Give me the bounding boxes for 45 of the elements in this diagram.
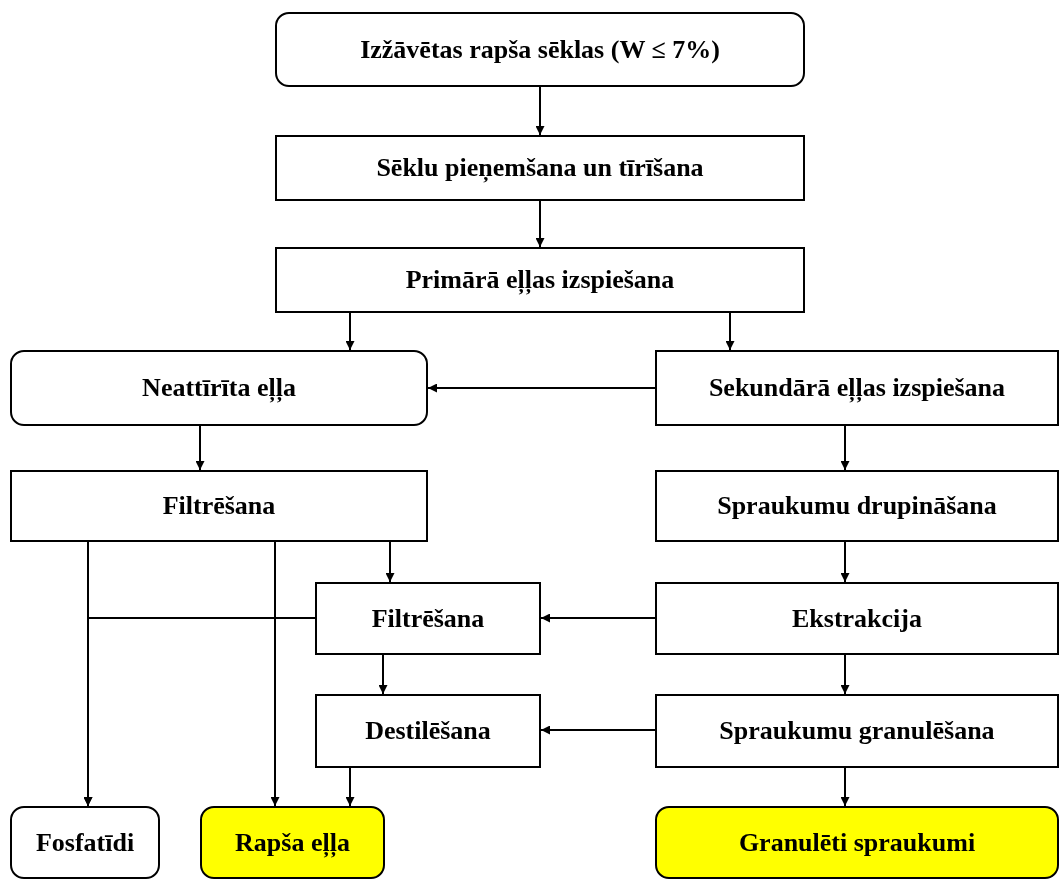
step-label: Izžāvētas rapša sēklas (W ≤ 7%) <box>360 34 720 65</box>
arrow <box>345 767 355 807</box>
process-box <box>315 582 541 655</box>
step-label: Sēklu pieņemšana un tīrīšana <box>376 153 704 183</box>
arrow <box>535 200 545 248</box>
step-label: Ekstrakcija <box>792 603 922 634</box>
process-box <box>655 470 1059 542</box>
start-box <box>275 12 805 87</box>
process-box <box>10 470 428 542</box>
product-box <box>655 806 1059 879</box>
arrow <box>345 312 355 351</box>
step-label: Fosfatīdi <box>35 827 135 858</box>
product-box <box>10 806 160 879</box>
step-label: Filtrēšana <box>371 603 485 634</box>
product-box <box>200 806 385 879</box>
process-box <box>655 694 1059 768</box>
step-label: Neattīrīta eļļa <box>142 373 296 403</box>
step-label: Filtrēšana <box>162 491 276 521</box>
step-label: Spraukumu drupināšana <box>717 491 997 521</box>
process-box <box>655 350 1059 426</box>
arrow <box>195 425 205 471</box>
arrow <box>427 383 656 393</box>
arrow <box>83 617 316 807</box>
step-label: Granulēti spraukumi <box>738 827 976 858</box>
arrow <box>725 312 735 351</box>
arrow <box>385 541 395 583</box>
arrow <box>840 425 850 471</box>
arrow <box>840 541 850 583</box>
arrow <box>840 767 850 807</box>
arrow <box>535 86 545 136</box>
step-label: Spraukumu granulēšana <box>719 716 995 746</box>
arrow <box>270 541 280 807</box>
process-box <box>275 247 805 313</box>
arrow <box>540 613 656 623</box>
arrow <box>378 654 388 695</box>
step-label: Rapša eļļa <box>235 827 350 858</box>
process-box <box>275 135 805 201</box>
process-box <box>655 582 1059 655</box>
product-box <box>10 350 428 426</box>
step-label: Sekundārā eļļas izspiešana <box>708 373 1006 403</box>
step-label: Destilēšana <box>365 716 491 746</box>
process-box <box>315 694 541 768</box>
step-label: Primārā eļļas izspiešana <box>405 265 675 295</box>
arrow <box>540 725 656 735</box>
arrow <box>840 654 850 695</box>
